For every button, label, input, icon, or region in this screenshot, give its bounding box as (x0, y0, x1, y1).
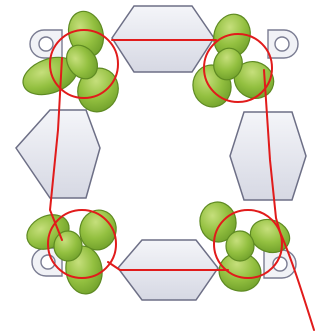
leaf-bead (226, 231, 254, 261)
leaf-cluster-top-left (18, 7, 124, 117)
leaf-bead (54, 231, 82, 261)
leaf-cluster-bottom-right (197, 199, 294, 296)
ring-bead-top-right (268, 30, 298, 58)
